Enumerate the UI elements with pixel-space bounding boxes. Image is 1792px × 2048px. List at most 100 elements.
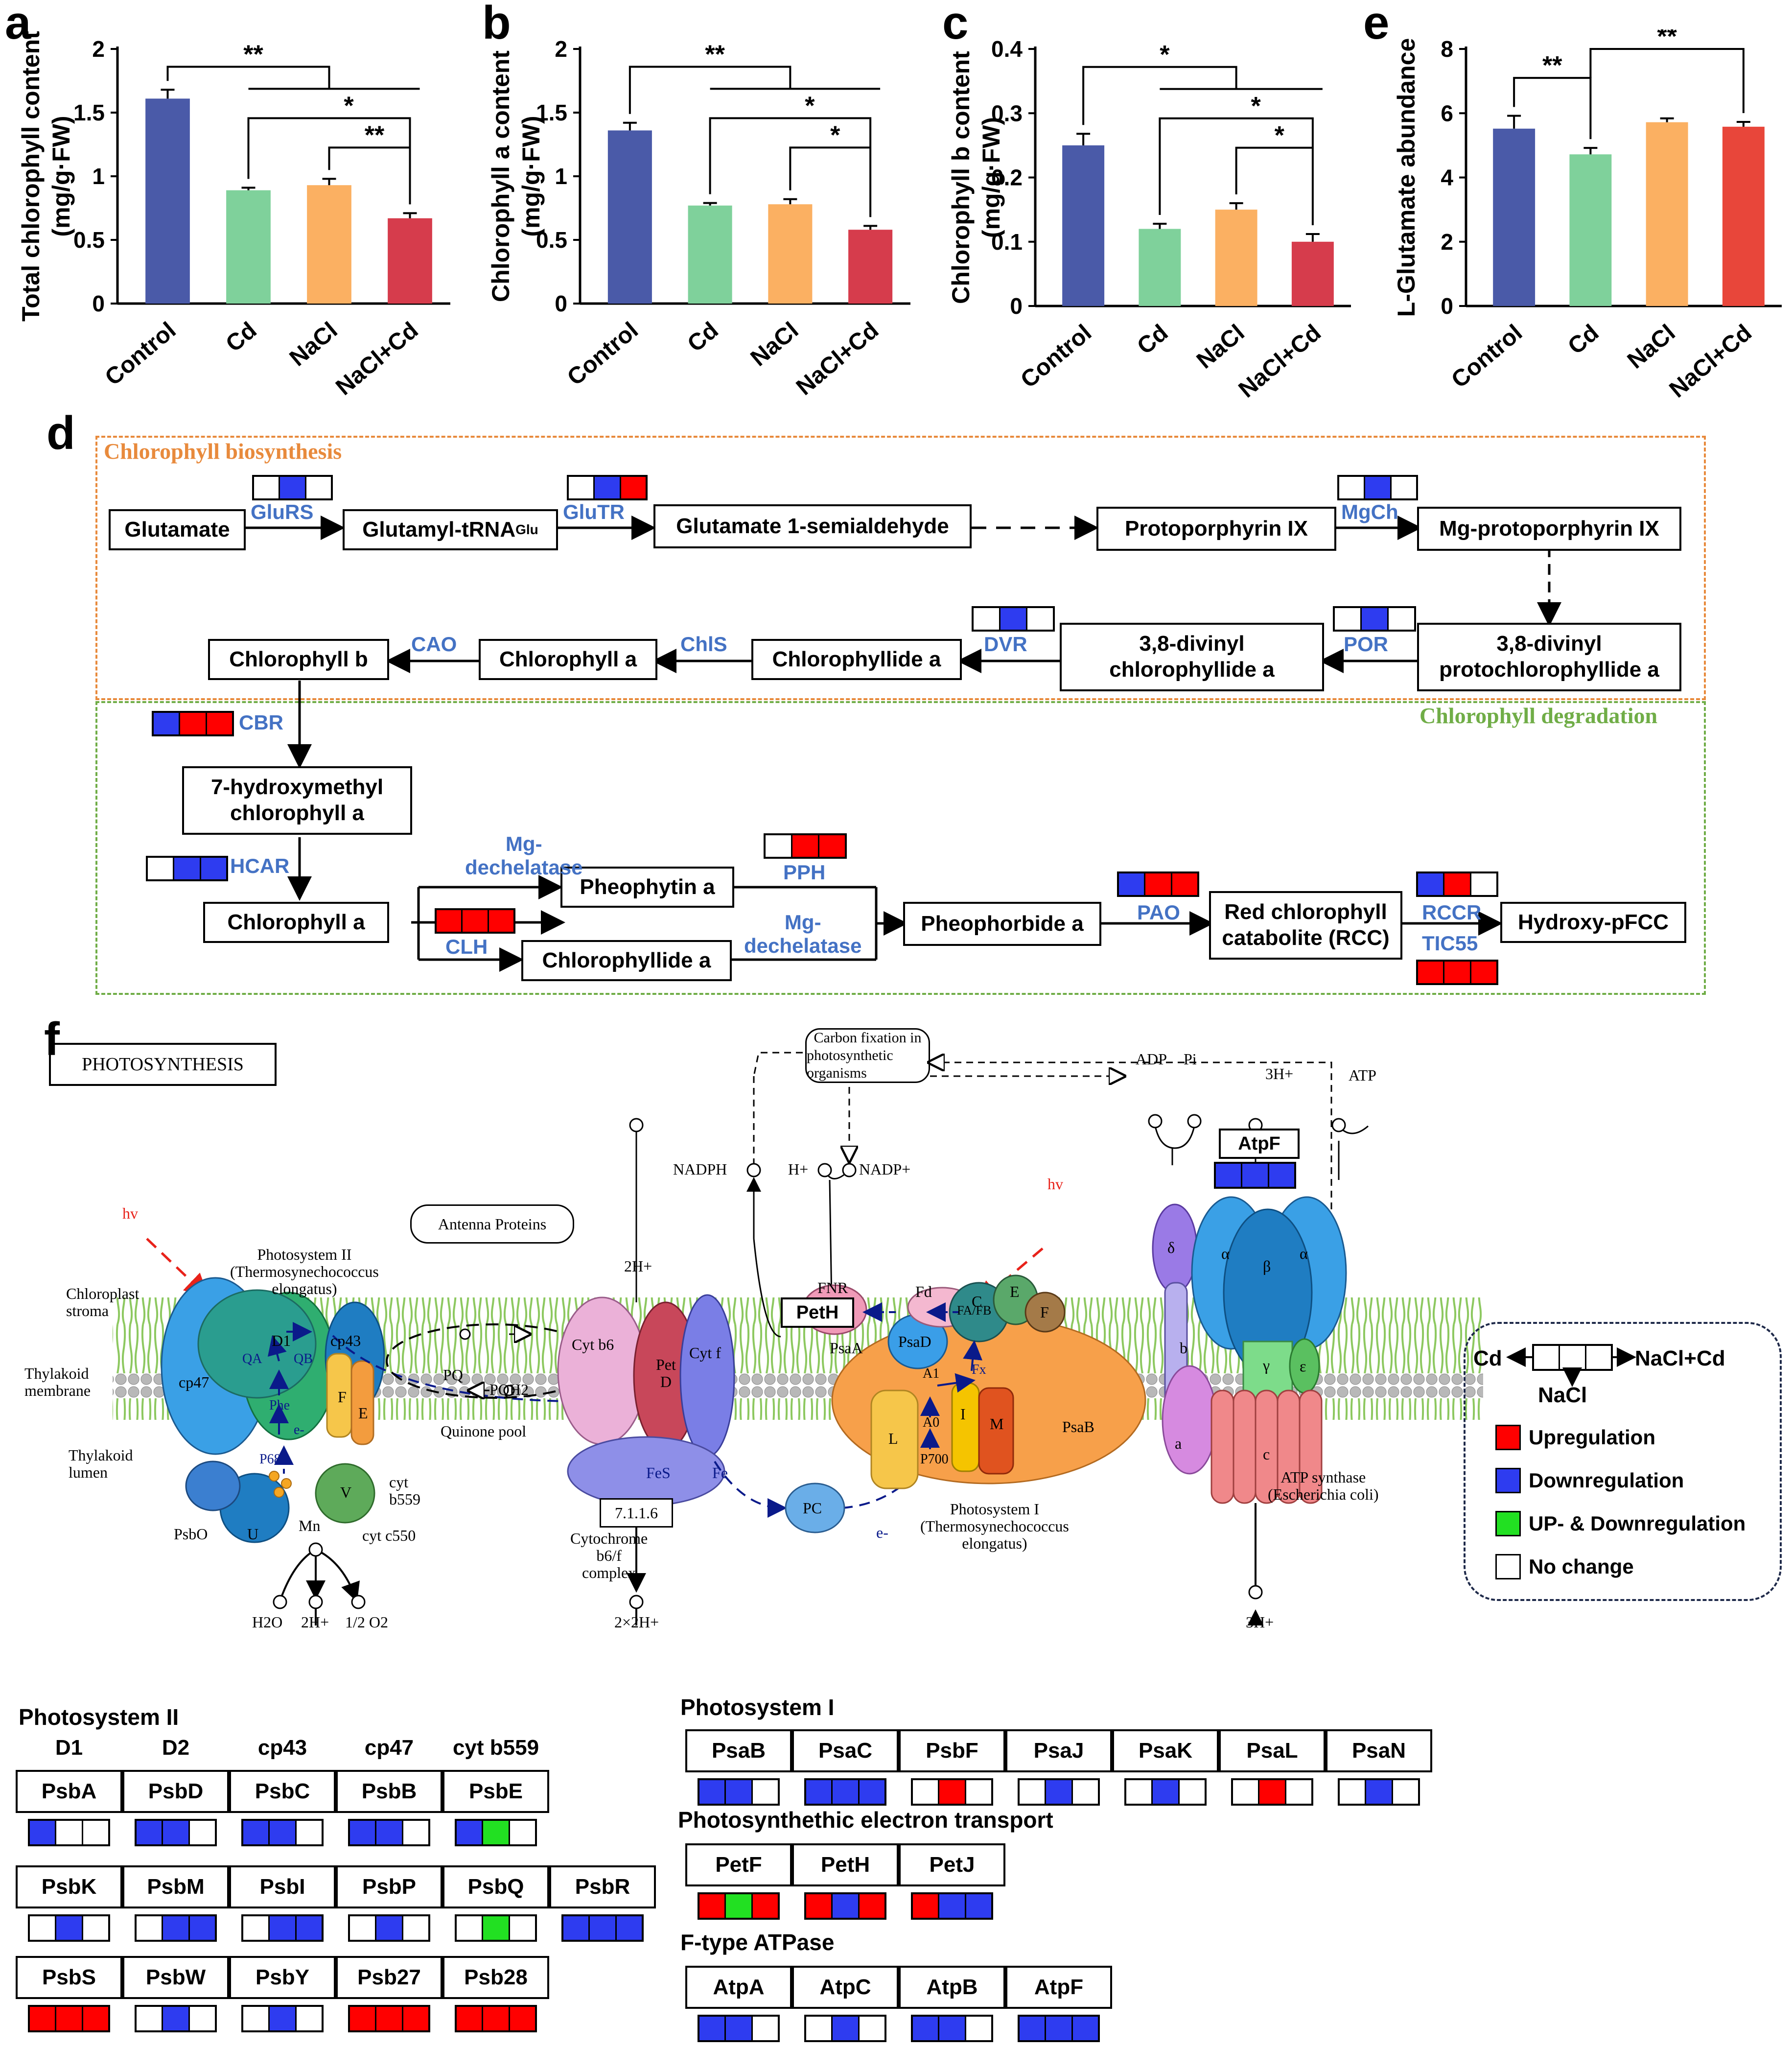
panel-letter-c: c — [942, 0, 969, 49]
gene-box[interactable]: PsaN — [1326, 1729, 1432, 1772]
gene-box[interactable]: AtpC — [792, 1966, 899, 2009]
y-tick-label: 0 — [555, 291, 567, 316]
gene-box[interactable]: PsbF — [899, 1729, 1005, 1772]
gene-heatmap — [135, 2005, 217, 2032]
gene-box[interactable]: PsaL — [1219, 1729, 1326, 1772]
label-a1: A1 — [923, 1366, 940, 1381]
heatmap-cell — [563, 1916, 589, 1940]
gene-box[interactable]: PsbW — [122, 1956, 229, 1999]
gene-box[interactable]: PsaK — [1112, 1729, 1219, 1772]
label-cyt-f: Cyt f — [689, 1344, 721, 1362]
y-tick-label: 0 — [92, 291, 105, 316]
label-u: U — [247, 1525, 259, 1543]
heatmap-cell — [1284, 1780, 1311, 1804]
label-nadph: NADPH — [673, 1160, 727, 1178]
label-fnr: FNR — [817, 1279, 848, 1296]
heatmap-hcar — [146, 856, 228, 881]
heatmap-cell — [831, 2017, 858, 2040]
label-f-ps2: F — [338, 1388, 347, 1406]
gene-heatmap — [911, 1892, 993, 1920]
gene-box[interactable]: PsbM — [122, 1865, 229, 1908]
gene-box[interactable]: AtpA — [685, 1966, 792, 2009]
heatmap-cell — [508, 1821, 535, 1844]
gene-box[interactable]: AtpF — [1005, 1966, 1112, 2009]
label-pq: PQ — [443, 1366, 463, 1384]
gene-box[interactable]: PsbB — [336, 1770, 442, 1813]
x-tick-label: Cd — [1132, 320, 1173, 360]
significance-label: * — [1160, 41, 1170, 69]
y-tick-label: 2 — [555, 36, 567, 62]
label-hv-1: hv — [122, 1204, 138, 1222]
panel-letter-d: d — [47, 407, 75, 459]
label-v: V — [340, 1483, 352, 1501]
gene-box[interactable]: PsbC — [229, 1770, 336, 1813]
label-fes: FeS — [646, 1464, 671, 1482]
heatmap-cell — [81, 1821, 108, 1844]
legend-nacl-cd: NaCl+Cd — [1635, 1346, 1725, 1370]
gene-box[interactable]: PsbP — [336, 1865, 442, 1908]
gene-box[interactable]: PsaC — [792, 1729, 899, 1772]
heatmap-cell — [1443, 962, 1470, 983]
label-l: L — [888, 1430, 898, 1447]
enzyme-cao: CAO — [411, 633, 457, 656]
gene-box[interactable]: PsbE — [442, 1770, 549, 1813]
label-c-sub: C — [972, 1293, 982, 1310]
label-cp43: cp43 — [330, 1332, 361, 1349]
gene-box[interactable]: PsbD — [122, 1770, 229, 1813]
peth-box[interactable]: PetH — [781, 1297, 854, 1328]
gene-heatmap — [561, 1914, 644, 1942]
ec-7-1-1-6-box[interactable]: 7.1.1.6 — [600, 1498, 673, 1528]
gene-box[interactable]: PetH — [792, 1843, 899, 1886]
bracket — [247, 117, 411, 205]
legend-item: Upregulation — [1495, 1425, 1655, 1450]
label-fd: Fd — [915, 1283, 932, 1300]
gene-heatmap — [28, 1819, 110, 1846]
gene-box[interactable]: PsaJ — [1005, 1729, 1112, 1772]
gene-box[interactable]: PetJ — [899, 1843, 1005, 1886]
antenna-proteins-box[interactable]: Antenna Proteins — [410, 1204, 574, 1244]
gene-heatmap — [804, 2015, 886, 2042]
gene-box[interactable]: PetF — [685, 1843, 792, 1886]
gene-box[interactable]: AtpB — [899, 1966, 1005, 2009]
label-3h-bottom: 3H+ — [1246, 1613, 1274, 1631]
bracket — [166, 66, 330, 89]
heatmap-cell — [806, 1894, 832, 1918]
gene-box[interactable]: PsbR — [549, 1865, 656, 1908]
heatmap-por — [1333, 606, 1416, 632]
node-chlorophyll-a-2: Chlorophyll a — [203, 902, 389, 943]
gene-heatmap — [135, 1914, 217, 1942]
gene-box[interactable]: PsbK — [16, 1865, 122, 1908]
gene-box[interactable]: PsbA — [16, 1770, 122, 1813]
label-alpha-2: α — [1300, 1245, 1308, 1262]
gene-box[interactable]: PsaB — [685, 1729, 792, 1772]
y-tick-label: 0.3 — [991, 100, 1023, 126]
gene-box[interactable]: PsbI — [229, 1865, 336, 1908]
gene-box[interactable]: PsbS — [16, 1956, 122, 1999]
heatmap-cell — [268, 2007, 295, 2030]
atpf-box[interactable]: AtpF — [1219, 1129, 1300, 1159]
enzyme-clh: CLH — [445, 935, 488, 958]
heatmap-cell — [162, 1821, 188, 1844]
bar — [226, 190, 271, 304]
label-phe: Phe — [269, 1398, 290, 1413]
label-p680: P680 — [259, 1452, 288, 1467]
bar — [388, 218, 432, 304]
gene-box[interactable]: Psb27 — [336, 1956, 442, 1999]
atp-group-title: F-type ATPase — [680, 1930, 835, 1955]
gene-box[interactable]: PsbQ — [442, 1865, 549, 1908]
heatmap-glutr — [567, 475, 648, 500]
legend-label: Downregulation — [1529, 1469, 1684, 1492]
heatmap-cell — [375, 1916, 402, 1940]
y-tick-label: 0 — [1010, 293, 1023, 319]
gene-box[interactable]: PsbY — [229, 1956, 336, 1999]
gene-box[interactable]: Psb28 — [442, 1956, 549, 1999]
y-axis-label: (mg/g·FW) — [47, 116, 75, 236]
legend-item: UP- & Downregulation — [1495, 1511, 1745, 1536]
bracket — [628, 66, 791, 114]
